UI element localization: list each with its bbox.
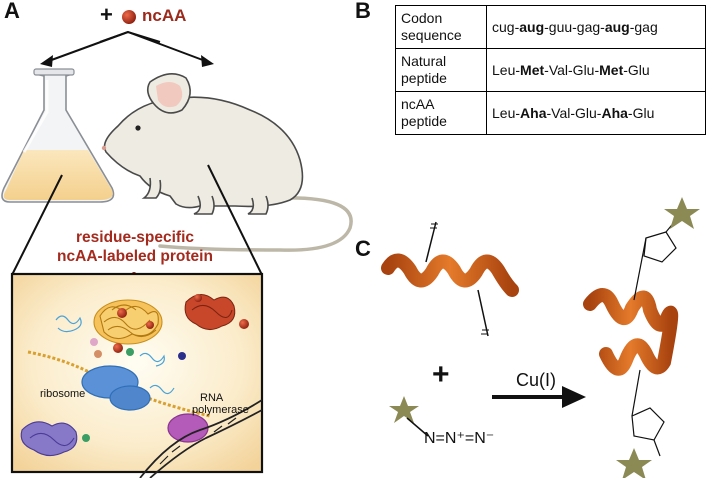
arrowhead-left	[40, 55, 53, 67]
purple-protein-icon	[20, 421, 78, 457]
row-sequence: cug-aug-guu-gag-aug-gag	[486, 5, 706, 49]
highlighted-residue: aug	[519, 19, 545, 35]
panel-c-plus: +	[432, 358, 450, 391]
row-header-line2: sequence	[401, 27, 462, 43]
product-helix-icon	[583, 288, 679, 376]
flask-icon	[1, 68, 115, 203]
row-header-line2: peptide	[401, 113, 447, 129]
azide-star-icon	[389, 396, 419, 423]
sequence-segment: -Val-Glu-	[546, 105, 602, 121]
labeled-protein-icon	[93, 299, 163, 345]
ribosome-label: ribosome	[40, 388, 86, 400]
mouse-icon	[101, 73, 353, 252]
protein-title-line1: residue-specific	[75, 229, 195, 246]
small-protein-icon	[55, 315, 175, 395]
panel-label-c: C	[355, 236, 371, 261]
highlighted-residue: Met	[599, 62, 624, 78]
sequence-segment: -gag	[629, 19, 658, 35]
rna-polymerase-label: RNA polymerase	[192, 392, 249, 416]
sequence-segment: -guu-gag-	[544, 19, 605, 35]
catalyst-label: Cu(I)	[516, 370, 556, 390]
row-sequence: Leu-Aha-Val-Glu-Aha-Glu	[486, 91, 706, 135]
reaction-arrow-icon	[562, 386, 586, 408]
ribosome-icon	[81, 365, 151, 411]
highlighted-residue: Aha	[520, 105, 547, 121]
protein-title-line2: ncAA-labeled protein	[57, 248, 213, 265]
row-header-line2: peptide	[401, 70, 447, 86]
dna-helix-icon	[139, 399, 263, 478]
sequence-segment: -Glu	[623, 62, 650, 78]
ncaa-bead-icon	[122, 10, 136, 24]
highlighted-residue: aug	[604, 19, 630, 35]
ncaa-label: ncAA	[142, 6, 187, 25]
row-header-line1: ncAA	[401, 96, 435, 112]
panel-label-b: B	[355, 0, 371, 23]
rna-label-line2: polymerase	[192, 404, 249, 416]
alkyne-helix-icon	[381, 221, 519, 337]
rna-polymerase-icon	[167, 413, 209, 443]
inset-contents	[20, 294, 263, 478]
row-header-line1: Codon	[401, 10, 443, 26]
sequence-segment: -Val-Glu-	[544, 62, 600, 78]
red-protein-icon	[184, 294, 236, 330]
product-star-top-icon	[664, 197, 700, 229]
rna-label-line1: RNA	[200, 392, 224, 404]
panel-a-plus: +	[100, 2, 113, 27]
highlighted-residue: Met	[520, 62, 545, 78]
row-sequence: Leu-Met-Val-Glu-Met-Glu	[486, 48, 706, 92]
zoom-lines	[11, 164, 263, 276]
azide-label: N=N⁺=N⁻	[424, 430, 495, 447]
split-arrows	[45, 30, 209, 63]
sequence-segment: Leu-	[492, 62, 521, 78]
row-header-line1: Natural	[401, 53, 447, 69]
protein-title: residue-specific ncAA-labeled protein	[30, 228, 240, 266]
panel-label-a: A	[4, 0, 20, 23]
product-star-bottom-icon	[616, 448, 652, 478]
sequence-segment: Leu-	[492, 105, 521, 121]
arrowhead-right	[201, 55, 214, 67]
sequence-segment: -Glu	[627, 105, 655, 121]
sequence-segment: cug-	[492, 19, 520, 35]
highlighted-residue: Aha	[601, 105, 628, 121]
